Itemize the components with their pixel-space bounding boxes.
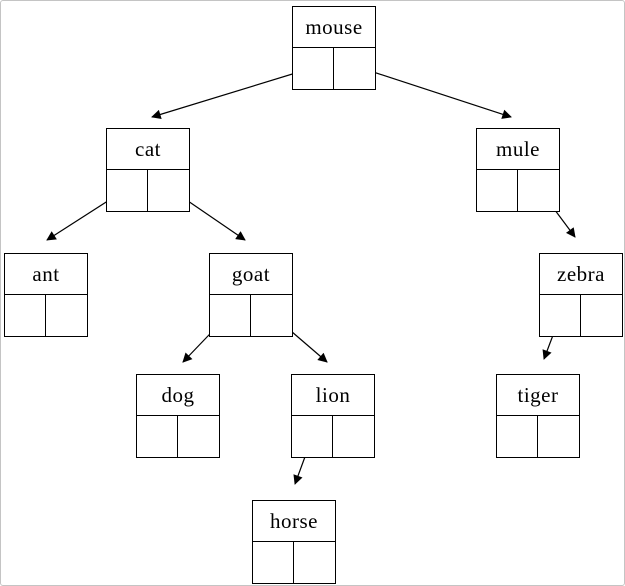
- tree-node-mouse: mouse: [292, 6, 376, 90]
- right-pointer-cell-lion: [333, 416, 374, 457]
- left-pointer-cell-lion: [292, 416, 333, 457]
- left-pointer-cell-tiger: [497, 416, 538, 457]
- left-pointer-cell-mouse: [293, 48, 334, 89]
- left-pointer-cell-horse: [253, 542, 294, 583]
- right-pointer-cell-tiger: [538, 416, 579, 457]
- arrow-mouse-left-to-cat: [151, 67, 313, 120]
- tree-node-ant: ant: [4, 253, 88, 337]
- right-pointer-cell-dog: [178, 416, 219, 457]
- pointer-cells: [540, 295, 622, 336]
- node-label-lion: lion: [292, 375, 374, 416]
- node-label-mule: mule: [477, 129, 559, 170]
- right-pointer-cell-zebra: [581, 295, 622, 336]
- left-pointer-cell-ant: [5, 295, 46, 336]
- right-pointer-cell-horse: [294, 542, 335, 583]
- pointer-cells: [137, 416, 219, 457]
- node-label-horse: horse: [253, 501, 335, 542]
- node-label-cat: cat: [107, 129, 189, 170]
- tree-node-goat: goat: [209, 253, 293, 337]
- node-label-dog: dog: [137, 375, 219, 416]
- left-pointer-cell-mule: [477, 170, 518, 211]
- pointer-cells: [5, 295, 87, 336]
- tree-node-mule: mule: [476, 128, 560, 212]
- pointer-cells: [253, 542, 335, 583]
- left-pointer-cell-goat: [210, 295, 251, 336]
- right-pointer-cell-mule: [518, 170, 559, 211]
- arrow-mouse-right-to-mule: [354, 65, 512, 119]
- node-label-zebra: zebra: [540, 254, 622, 295]
- tree-node-lion: lion: [291, 374, 375, 458]
- pointer-cells: [293, 48, 375, 89]
- tree-node-zebra: zebra: [539, 253, 623, 337]
- right-pointer-cell-cat: [148, 170, 189, 211]
- pointer-cells: [477, 170, 559, 211]
- tree-node-dog: dog: [136, 374, 220, 458]
- node-label-mouse: mouse: [293, 7, 375, 48]
- right-pointer-cell-mouse: [334, 48, 375, 89]
- pointer-cells: [107, 170, 189, 211]
- node-label-goat: goat: [210, 254, 292, 295]
- node-label-tiger: tiger: [497, 375, 579, 416]
- pointer-cells: [210, 295, 292, 336]
- right-pointer-cell-goat: [251, 295, 292, 336]
- node-label-ant: ant: [5, 254, 87, 295]
- left-pointer-cell-dog: [137, 416, 178, 457]
- pointer-cells: [497, 416, 579, 457]
- tree-node-cat: cat: [106, 128, 190, 212]
- tree-node-tiger: tiger: [496, 374, 580, 458]
- pointer-cells: [292, 416, 374, 457]
- tree-node-horse: horse: [252, 500, 336, 584]
- left-pointer-cell-zebra: [540, 295, 581, 336]
- right-pointer-cell-ant: [46, 295, 87, 336]
- left-pointer-cell-cat: [107, 170, 148, 211]
